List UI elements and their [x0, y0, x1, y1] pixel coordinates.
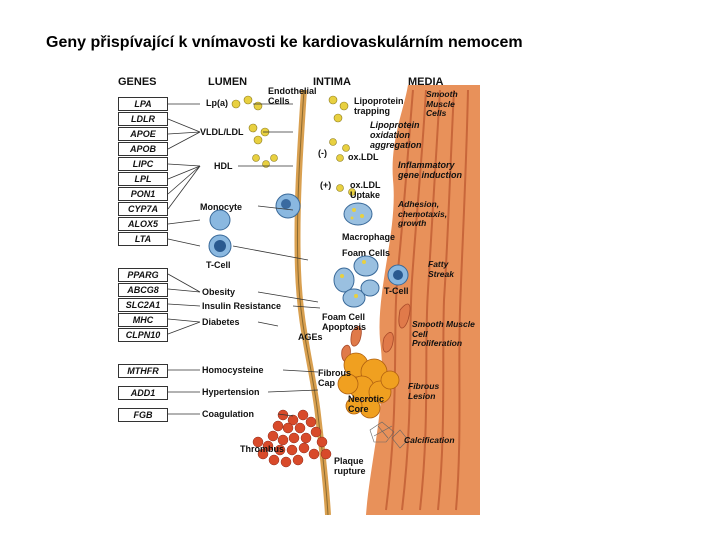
label-inflammatory: Inflammatory gene induction: [398, 160, 462, 180]
gene-box: PON1: [118, 187, 168, 201]
label-endothelial: Endothelial Cells: [268, 86, 317, 106]
necrotic-core: [337, 352, 400, 419]
gene-box: APOB: [118, 142, 168, 156]
gene-box: LPL: [118, 172, 168, 186]
gene-box: LPA: [118, 97, 168, 111]
label-intima-tcell: T-Cell: [384, 286, 409, 296]
connector-lines: [167, 103, 321, 417]
label-thrombus: Thrombus: [240, 444, 284, 454]
gene-box: ABCG8: [118, 283, 168, 297]
label-hypertension: Hypertension: [202, 387, 260, 397]
label-lipoprotein-oxidation: Lipoprotein oxidation aggregation: [370, 120, 422, 150]
label-foam-apoptosis: Foam Cell Apoptosis: [322, 312, 366, 332]
page-title: Geny přispívající k vnímavosti ke kardio…: [46, 34, 523, 51]
label-adhesion: Adhesion, chemotaxis, growth: [398, 199, 448, 228]
cardiovascular-gene-diagram: GENES LUMEN INTIMA MEDIA LPA LDLR APOE A…: [108, 70, 480, 515]
label-ages: AGEs: [298, 332, 323, 342]
smooth-muscle-migrating: [341, 303, 411, 363]
gene-box: ADD1: [118, 386, 168, 400]
lipid-particles: [231, 95, 356, 196]
gene-box: APOE: [118, 127, 168, 141]
label-fibrous-cap: Fibrous Cap: [318, 368, 351, 388]
gene-box: CLPN10: [118, 328, 168, 342]
label-macrophage: Macrophage: [342, 232, 396, 242]
label-diabetes: Diabetes: [202, 317, 240, 327]
column-header-media: MEDIA: [408, 76, 444, 88]
gene-box: LTA: [118, 232, 168, 246]
label-lipoprotein-trapping: Lipoprotein trapping: [354, 96, 404, 116]
lumen-monocyte: [209, 209, 231, 231]
label-tcell: T-Cell: [206, 260, 231, 270]
label-smooth-muscle: Smooth Muscle Cells: [426, 89, 458, 118]
label-plus: (+): [320, 180, 332, 190]
gene-box: ALOX5: [118, 217, 168, 231]
column-header-lumen: LUMEN: [208, 76, 248, 88]
gene-box: SLC2A1: [118, 298, 168, 312]
column-header-genes: GENES: [118, 76, 157, 88]
diagram-artwork: [167, 85, 480, 515]
gene-box: CYP7A: [118, 202, 168, 216]
label-foam-cells: Foam Cells: [342, 248, 391, 258]
label-homocysteine: Homocysteine: [202, 365, 264, 375]
label-monocyte: Monocyte: [200, 202, 243, 212]
label-minus: (-): [318, 148, 327, 158]
calcification-mesh: [369, 421, 409, 449]
label-fibrous-lesion: Fibrous Lesion: [408, 381, 440, 401]
label-obesity: Obesity: [202, 287, 236, 297]
foam-cells: [333, 202, 380, 308]
label-calcification: Calcification: [404, 435, 455, 445]
label-smc-proliferation: Smooth Muscle Cell Proliferation: [412, 319, 475, 348]
gene-box: PPARG: [118, 268, 168, 282]
label-hdl: HDL: [214, 161, 233, 171]
label-oxldl-uptake: ox.LDL Uptake: [350, 180, 381, 200]
label-coagulation: Coagulation: [202, 409, 254, 419]
column-header-intima: INTIMA: [313, 76, 351, 88]
label-vldl: VLDL/LDL: [200, 127, 244, 137]
gene-box: FGB: [118, 408, 168, 422]
gene-box: MTHFR: [118, 364, 168, 378]
gene-box: LDLR: [118, 112, 168, 126]
label-necrotic-core: Necrotic Core: [348, 394, 385, 414]
gene-box: LIPC: [118, 157, 168, 171]
thrombus: [252, 409, 332, 468]
gene-box: MHC: [118, 313, 168, 327]
label-oxldl: ox.LDL: [348, 152, 379, 162]
label-fatty-streak: Fatty Streak: [428, 259, 454, 279]
label-lpa: Lp(a): [206, 98, 228, 108]
label-plaque-rupture: Plaque rupture: [334, 456, 366, 476]
label-insulin: Insulin Resistance: [202, 301, 282, 311]
